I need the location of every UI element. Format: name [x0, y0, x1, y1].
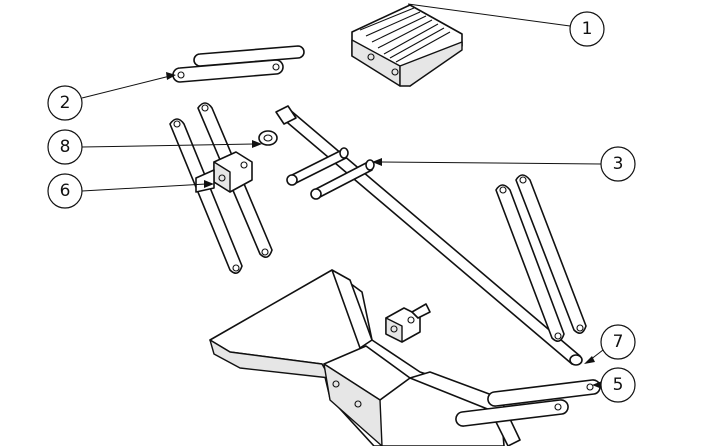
- base-frame-part: [209, 269, 521, 446]
- balloon-2-label: 2: [60, 93, 71, 113]
- center-pivot-block-part: [385, 303, 431, 343]
- balloon-8-label: 8: [60, 137, 71, 157]
- balloon-7: 7: [584, 324, 636, 364]
- balloon-8: 8: [47, 129, 262, 165]
- balloon-1: 1: [407, 3, 605, 47]
- bellows-part: [351, 4, 463, 87]
- bottom-links-part: [455, 379, 601, 427]
- balloon-5-label: 5: [613, 375, 624, 395]
- balloon-7-label: 7: [613, 332, 624, 352]
- balloon-2: 2: [47, 72, 176, 121]
- balloon-6: 6: [47, 173, 214, 209]
- right-side-plates-part: [495, 174, 587, 342]
- pivot-block-part: [195, 151, 253, 193]
- top-links-part: [172, 45, 305, 83]
- balloon-5: 5: [592, 367, 636, 403]
- balloon-3-label: 3: [613, 154, 624, 174]
- balloon-3: 3: [372, 146, 636, 182]
- balloon-6-label: 6: [60, 181, 71, 201]
- pins-part: [286, 147, 375, 200]
- spacer-ring-part: [258, 130, 278, 146]
- balloon-1-label: 1: [582, 19, 593, 39]
- left-side-plates-part: [169, 102, 273, 274]
